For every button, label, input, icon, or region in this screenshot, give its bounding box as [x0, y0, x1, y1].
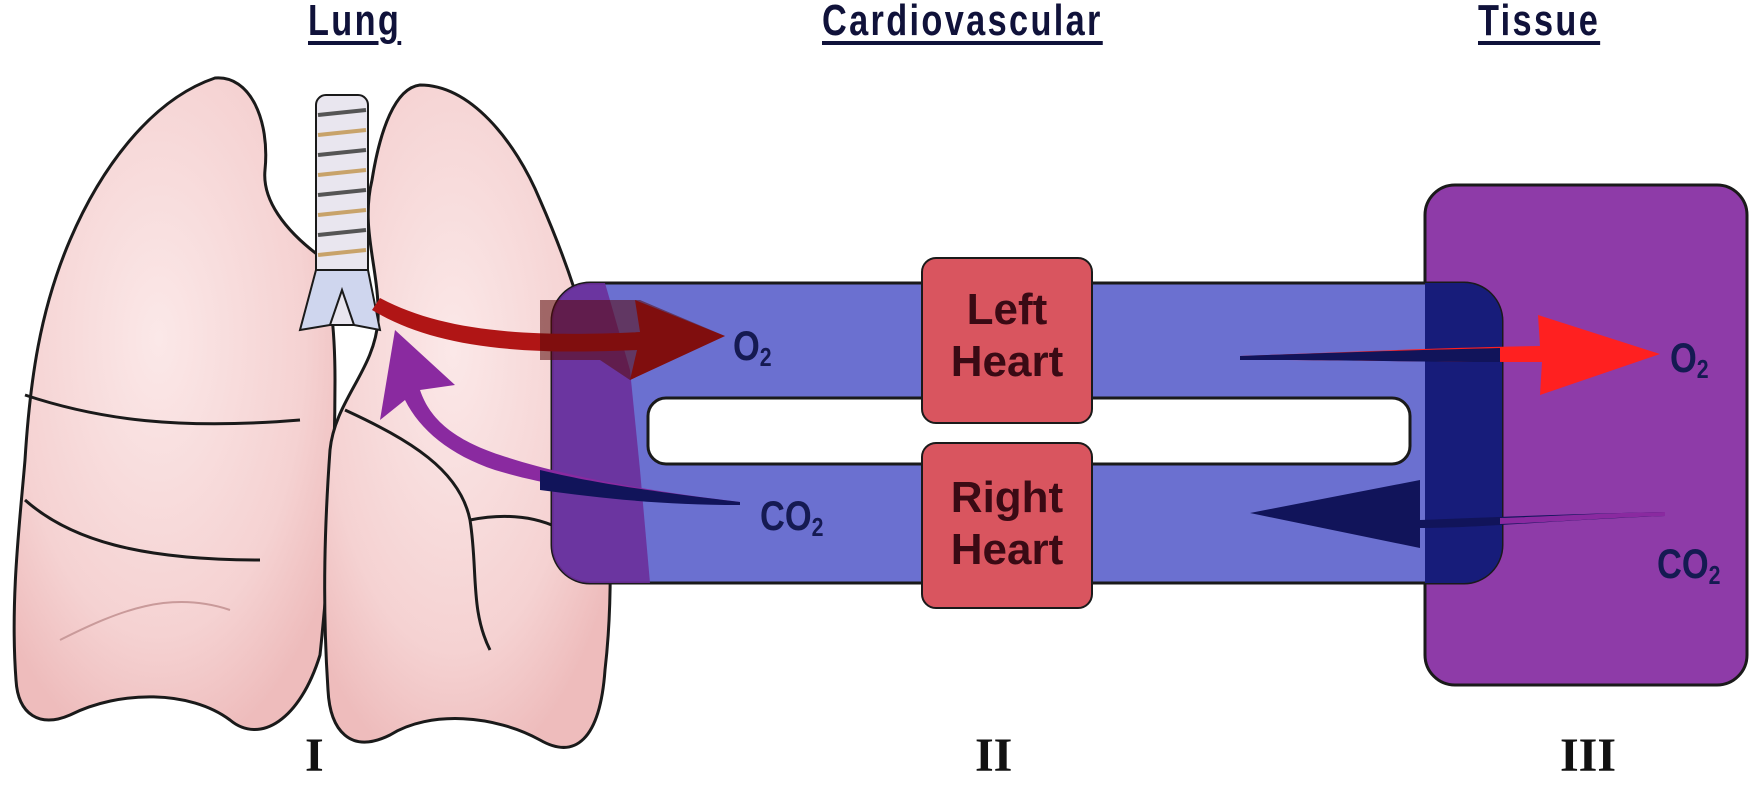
co2-lung-text: CO — [760, 492, 812, 539]
numeral-three: III — [1560, 728, 1616, 783]
o2-lung-label: O2 — [733, 322, 772, 373]
left-heart-line-2: Heart — [922, 336, 1092, 388]
left-heart-label: Left Heart — [922, 284, 1092, 388]
co2-lung-label: CO2 — [760, 492, 824, 543]
co2-tissue-label: CO2 — [1657, 540, 1721, 591]
left-lung — [14, 78, 335, 730]
o2-tissue-text: O — [1670, 334, 1697, 381]
co2-tissue-text: CO — [1657, 540, 1709, 587]
o2-lung-subscript: 2 — [760, 342, 772, 372]
numeral-two: II — [975, 728, 1012, 783]
trachea — [300, 95, 380, 330]
heading-tissue: Tissue — [1478, 0, 1600, 46]
o2-tissue-label: O2 — [1670, 334, 1709, 385]
right-heart-line-1: Right — [922, 472, 1092, 524]
co2-lung-subscript: 2 — [812, 512, 824, 542]
heading-lung: Lung — [308, 0, 401, 46]
co2-tissue-subscript: 2 — [1709, 560, 1721, 590]
heading-cardiovascular: Cardiovascular — [822, 0, 1103, 46]
numeral-one: I — [305, 728, 324, 783]
right-heart-label: Right Heart — [922, 472, 1092, 576]
o2-tissue-subscript: 2 — [1697, 354, 1709, 384]
right-heart-line-2: Heart — [922, 524, 1092, 576]
left-heart-line-1: Left — [922, 284, 1092, 336]
o2-lung-text: O — [733, 322, 760, 369]
